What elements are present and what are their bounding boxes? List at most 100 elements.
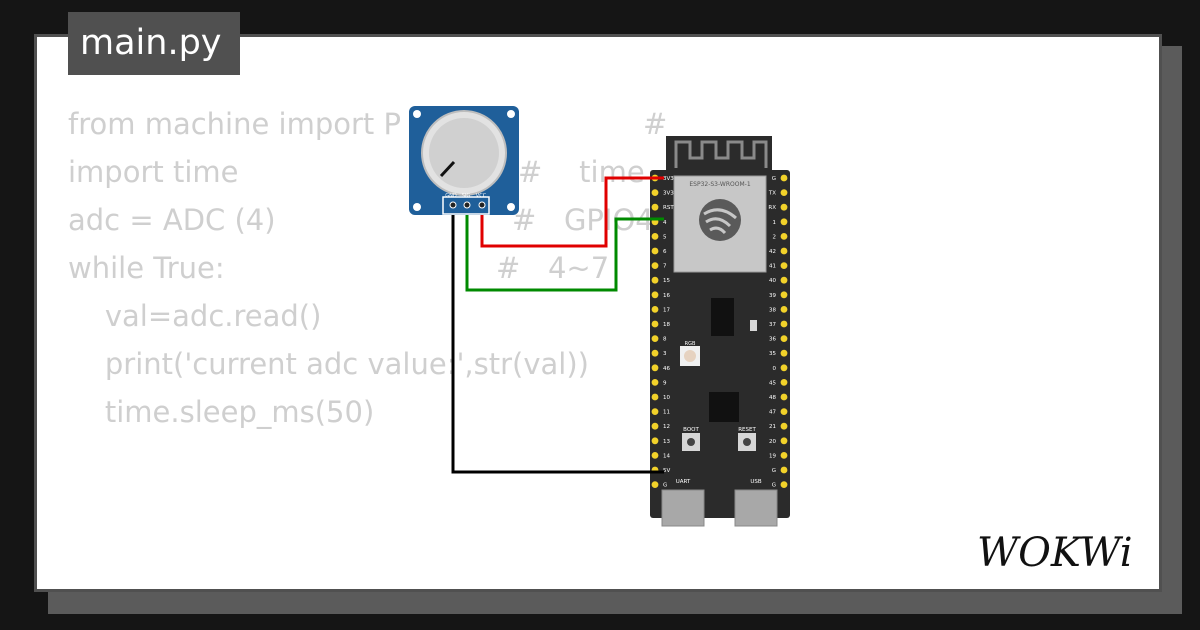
left-pin-13[interactable] (651, 364, 659, 372)
right-pin-label: 45 (769, 380, 776, 386)
right-pin-8[interactable] (780, 291, 788, 299)
left-pin-label: 3V3 (663, 191, 674, 197)
espressif-logo-icon (699, 199, 741, 241)
left-pin-15[interactable] (651, 393, 659, 401)
left-pin-label: 10 (663, 395, 670, 401)
status-led (750, 320, 757, 331)
reset-label: RESET (738, 427, 756, 433)
left-pin-5[interactable] (651, 247, 659, 255)
right-pin-label: 2 (773, 234, 777, 240)
left-pin-label: G (663, 483, 667, 489)
right-pin-7[interactable] (780, 276, 788, 284)
right-pin-0[interactable] (780, 174, 788, 182)
pot-pin-sig[interactable] (463, 201, 471, 209)
right-pin-20[interactable] (780, 466, 788, 474)
left-pin-16[interactable] (651, 408, 659, 415)
pot-pin-vcc[interactable] (478, 201, 486, 209)
pot-mount-hole (413, 110, 421, 118)
right-pin-16[interactable] (780, 408, 788, 415)
left-pin-label: 5V (663, 468, 670, 474)
left-pin-label: 3 (663, 351, 667, 357)
left-pin-11[interactable] (651, 335, 659, 342)
pot-pin-gnd[interactable] (449, 201, 457, 209)
left-pin-10[interactable] (651, 320, 659, 328)
potentiometer[interactable]: GND SIG VCC (409, 106, 519, 215)
pot-pin-label-sig: SIG (462, 193, 471, 199)
right-pin-label: 48 (769, 395, 776, 401)
right-pin-5[interactable] (780, 247, 788, 255)
left-pin-label: 46 (663, 366, 670, 372)
left-pin-18[interactable] (651, 437, 659, 445)
uart-port[interactable] (661, 489, 705, 527)
left-pin-label: 17 (663, 307, 670, 313)
left-pin-label: 14 (663, 453, 670, 459)
right-pin-10[interactable] (780, 320, 788, 328)
pot-knob-indicator (439, 160, 456, 178)
right-pin-9[interactable] (780, 306, 788, 313)
code-line-5: val=adc.read() (68, 299, 322, 333)
left-pin-21[interactable] (651, 481, 659, 488)
right-pin-17[interactable] (780, 422, 788, 430)
right-pin-2[interactable] (780, 203, 788, 211)
right-pin-13[interactable] (780, 364, 788, 372)
right-pin-1[interactable] (780, 189, 788, 197)
usb-label: USB (750, 479, 762, 485)
usb-port[interactable] (734, 489, 778, 527)
file-tab[interactable]: main.py (68, 12, 240, 75)
right-pin-label: 39 (769, 293, 776, 299)
left-pin-14[interactable] (651, 379, 659, 386)
signal-wire[interactable] (465, 205, 664, 292)
right-pin-label: G (772, 483, 776, 489)
left-pin-9[interactable] (651, 306, 659, 313)
power-wire[interactable] (480, 176, 664, 248)
right-pin-4[interactable] (780, 233, 788, 240)
left-pin-17[interactable] (651, 422, 659, 430)
right-pin-6[interactable] (780, 262, 788, 269)
right-pin-label: 40 (769, 278, 776, 284)
right-pin-label: 42 (769, 249, 776, 255)
left-pin-label: 18 (663, 322, 670, 328)
right-pin-11[interactable] (780, 335, 788, 342)
left-pin-4[interactable] (651, 233, 659, 240)
code-line-3: adc = ADC (4) (68, 203, 276, 237)
left-pin-7[interactable] (651, 276, 659, 284)
right-pin-label: 47 (769, 410, 776, 416)
left-pin-12[interactable] (651, 349, 659, 357)
pot-pin-label-gnd: GND (445, 193, 457, 199)
ground-wire[interactable] (451, 205, 664, 474)
right-pin-18[interactable] (780, 437, 788, 445)
right-pin-3[interactable] (780, 218, 788, 226)
right-pin-19[interactable] (780, 452, 788, 459)
left-pin-2[interactable] (651, 203, 659, 211)
left-pin-label: 8 (663, 337, 667, 343)
left-pin-8[interactable] (651, 291, 659, 299)
esp32-board[interactable]: ESP32-S3-WROOM-1 RGB BOOT RESET UART USB… (650, 136, 790, 527)
right-pin-14[interactable] (780, 379, 788, 386)
right-pin-label: 21 (769, 424, 776, 430)
left-pin-label: 13 (663, 439, 670, 445)
left-pin-1[interactable] (651, 189, 659, 197)
left-pin-label: 3V3 (663, 176, 674, 182)
pot-knob[interactable] (429, 118, 499, 188)
left-pin-label: 5 (663, 234, 667, 240)
left-pin-label: 11 (663, 410, 670, 416)
right-pin-15[interactable] (780, 393, 788, 401)
pot-mount-hole (507, 110, 515, 118)
boot-label: BOOT (683, 427, 699, 433)
left-pin-19[interactable] (651, 452, 659, 459)
right-pin-label: G (772, 176, 776, 182)
code-line-1: from machine import P (68, 107, 402, 141)
left-pin-6[interactable] (651, 262, 659, 269)
canvas-card (34, 34, 1162, 592)
code-line-4: while True: (68, 251, 225, 285)
right-pin-label: 41 (769, 264, 776, 270)
right-pin-label: 1 (773, 220, 777, 226)
right-pin-12[interactable] (780, 349, 788, 357)
right-pin-label: 38 (769, 307, 776, 313)
pot-mount-hole (507, 203, 515, 211)
right-pin-21[interactable] (780, 481, 788, 488)
file-tab-title: main.py (80, 23, 222, 63)
left-pin-label: 4 (663, 220, 667, 226)
code-comment-2: # time (518, 155, 645, 189)
